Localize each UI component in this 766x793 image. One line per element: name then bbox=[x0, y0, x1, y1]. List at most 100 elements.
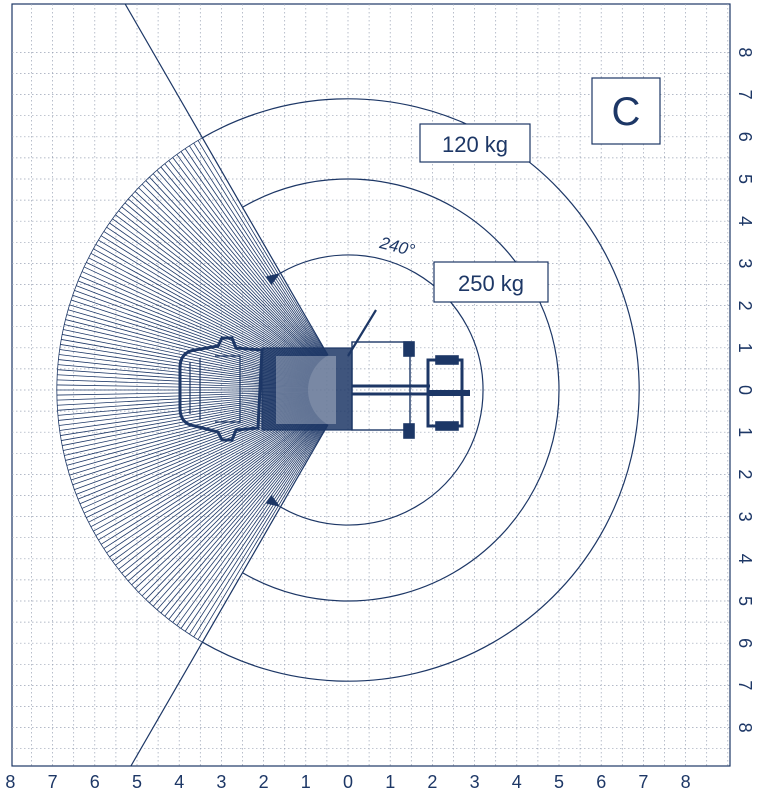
x-tick-label: 6 bbox=[596, 772, 606, 792]
y-tick-label: 4 bbox=[735, 216, 755, 226]
boom-indicator bbox=[347, 309, 377, 357]
hatch-line bbox=[109, 222, 316, 368]
load-arc-250kg bbox=[242, 178, 560, 602]
y-tick-label: 2 bbox=[735, 469, 755, 479]
hatch-line bbox=[134, 416, 320, 589]
y-tick-label: 8 bbox=[735, 47, 755, 57]
x-tick-label: 1 bbox=[301, 772, 311, 792]
hatch-line bbox=[184, 148, 326, 358]
y-tick-label: 3 bbox=[735, 258, 755, 268]
hatch-line bbox=[106, 412, 316, 554]
hatch-line bbox=[131, 194, 319, 364]
hatch-line bbox=[95, 409, 314, 536]
hatch-line bbox=[141, 418, 320, 597]
hatch-line bbox=[115, 214, 317, 367]
x-tick-label: 3 bbox=[216, 772, 226, 792]
x-tick-label: 7 bbox=[48, 772, 58, 792]
slew-angle-label: 240° bbox=[377, 233, 417, 260]
machine-top-view bbox=[178, 309, 470, 442]
hatch-line bbox=[160, 166, 323, 360]
hatch-line bbox=[180, 151, 326, 358]
hatch-line bbox=[118, 210, 317, 366]
x-tick-label: 0 bbox=[343, 772, 353, 792]
x-tick-label: 4 bbox=[174, 772, 184, 792]
slew-arrow-lower bbox=[266, 495, 281, 507]
hatch-line bbox=[164, 420, 324, 617]
hatch-line bbox=[100, 235, 315, 370]
capacity-label-250kg-text: 250 kg bbox=[458, 271, 524, 296]
hatch-line bbox=[149, 176, 322, 362]
hatch-line bbox=[121, 206, 318, 366]
hatch-line bbox=[106, 226, 316, 368]
y-tick-label: 3 bbox=[735, 512, 755, 522]
y-tick-label: 8 bbox=[735, 723, 755, 733]
hatch-line bbox=[149, 418, 322, 604]
x-tick-label: 5 bbox=[554, 772, 564, 792]
slew-angle-arc bbox=[280, 254, 484, 526]
hatch-line bbox=[193, 142, 328, 357]
machine-cab bbox=[178, 336, 264, 442]
x-tick-label: 2 bbox=[427, 772, 437, 792]
y-tick-label: 6 bbox=[735, 638, 755, 648]
hatch-line bbox=[164, 163, 324, 360]
hatch-line bbox=[141, 183, 320, 362]
hatch-line bbox=[197, 140, 328, 356]
hatch-line bbox=[115, 413, 317, 566]
capacity-label-120kg: 120 kg bbox=[419, 123, 531, 163]
hatch-line bbox=[156, 169, 323, 361]
hatch-line bbox=[100, 410, 315, 545]
hatch-line bbox=[118, 414, 317, 570]
hatch-line bbox=[112, 218, 316, 367]
hatch-line bbox=[127, 415, 319, 582]
x-tick-label: 4 bbox=[512, 772, 522, 792]
hatch-line bbox=[152, 173, 322, 361]
capacity-label-120kg-text: 120 kg bbox=[442, 132, 508, 157]
hatch-line bbox=[184, 422, 326, 632]
hatch-line bbox=[189, 145, 327, 357]
machine-body bbox=[261, 347, 353, 431]
excluded-sector-hatching bbox=[56, 137, 329, 643]
plot-frame bbox=[11, 3, 731, 767]
x-tick-label: 1 bbox=[385, 772, 395, 792]
hatch-line bbox=[112, 413, 316, 562]
x-tick-label: 8 bbox=[5, 772, 15, 792]
hatch-line bbox=[168, 421, 324, 620]
hatch-line bbox=[172, 421, 325, 623]
panel-label-box: C bbox=[591, 77, 661, 145]
hatch-line bbox=[121, 414, 318, 574]
hatch-line bbox=[98, 410, 314, 541]
sector-boundary-lower bbox=[130, 424, 329, 767]
x-tick-label: 7 bbox=[638, 772, 648, 792]
hatch-line bbox=[168, 160, 324, 359]
y-tick-label: 7 bbox=[735, 680, 755, 690]
hatch-line bbox=[172, 157, 325, 359]
x-tick-label: 2 bbox=[259, 772, 269, 792]
y-tick-label: 2 bbox=[735, 301, 755, 311]
hatch-line bbox=[176, 422, 325, 626]
y-tick-label: 5 bbox=[735, 596, 755, 606]
y-tick-label: 5 bbox=[735, 174, 755, 184]
hatch-line bbox=[197, 424, 328, 640]
hatch-line bbox=[156, 419, 323, 611]
x-tick-label: 8 bbox=[681, 772, 691, 792]
y-tick-label: 6 bbox=[735, 132, 755, 142]
hatch-line bbox=[103, 231, 315, 369]
y-tick-label: 1 bbox=[735, 343, 755, 353]
y-tick-label: 1 bbox=[735, 427, 755, 437]
hatch-line bbox=[124, 202, 318, 365]
x-tick-label: 6 bbox=[90, 772, 100, 792]
hatch-line bbox=[145, 180, 321, 362]
hatch-line bbox=[189, 423, 327, 635]
y-tick-label: 0 bbox=[735, 385, 755, 395]
hatch-line bbox=[109, 412, 316, 558]
hatch-line bbox=[134, 191, 320, 364]
x-tick-label: 3 bbox=[470, 772, 480, 792]
hatch-edge bbox=[56, 137, 203, 643]
y-tick-label: 7 bbox=[735, 90, 755, 100]
hatch-line bbox=[145, 418, 321, 600]
hatch-line bbox=[127, 198, 319, 365]
panel-label: C bbox=[612, 90, 641, 134]
hatch-line bbox=[176, 154, 325, 358]
